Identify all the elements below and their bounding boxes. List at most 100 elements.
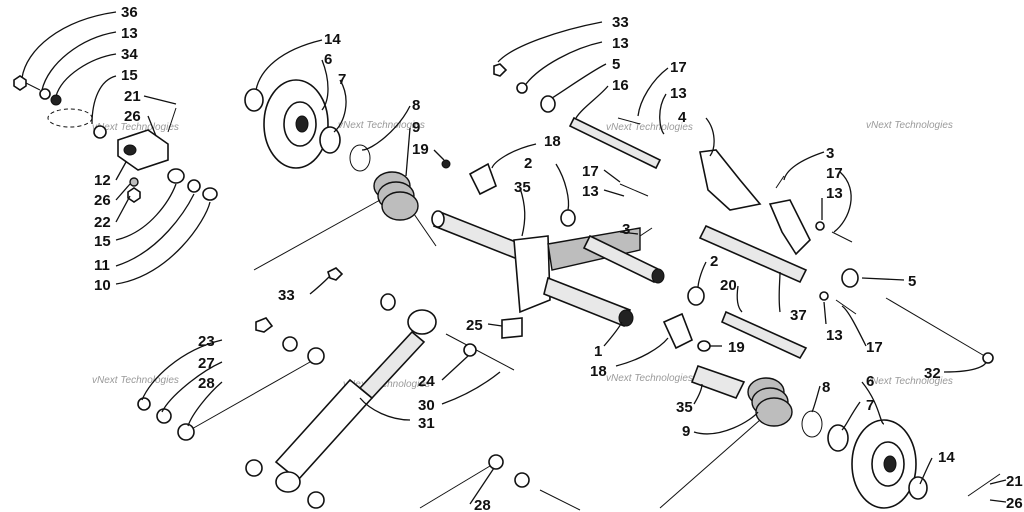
callout-4: 4 [678,109,687,126]
callout-35-right: 35 [676,399,693,416]
bolt-21-right [967,473,1001,497]
hex-bolt-36 [13,75,41,91]
callout-13-right: 13 [826,185,843,202]
spacer-24 [463,343,477,357]
pivot-block-12 [117,129,169,171]
washer-13-left [39,88,51,100]
nut-shock-bottom [307,491,325,509]
bolt-17-mid [619,183,649,197]
callout-5-right: 5 [908,273,916,290]
rear-arm-frame-1 [513,227,665,328]
idler-wheel-6-left [263,79,329,169]
bushing-15-bottom [167,168,185,184]
watermark-7: vNext Technologies [606,373,693,384]
grease-fitting-3-center [639,227,653,237]
bushing-2-right [687,286,705,306]
torsion-spring-9-left [253,171,437,271]
bolt-17-top [617,117,641,125]
callout-7: 7 [338,71,346,88]
callout-17-lower: 17 [866,339,883,356]
callout-21: 21 [124,88,141,105]
callout-9-right: 9 [682,423,690,440]
link-rod-28-bottom [419,465,491,509]
callout-28-bottom: 28 [474,497,491,512]
callout-15: 15 [121,67,138,84]
callout-25: 25 [466,317,483,334]
callout-17: 17 [670,59,687,76]
callout-2-right: 2 [710,253,718,270]
bolt-28-bottom [539,489,581,511]
callout-7-right: 7 [866,397,874,414]
callout-numbers: 36 13 34 15 21 26 12 26 22 15 11 10 14 6… [94,4,1023,512]
watermark-3: vNext Technologies [606,122,693,133]
rod-37 [698,224,808,284]
bushing-5-top [540,95,556,113]
washer-11 [187,179,201,193]
rod-20 [720,310,808,360]
watermark-5: vNext Technologies [92,375,179,386]
callout-34: 34 [121,46,138,63]
callout-21-right: 21 [1006,473,1023,490]
callout-13-mid: 13 [670,85,687,102]
callout-10: 10 [94,277,111,294]
callout-1: 1 [594,343,602,360]
snap-ring-8-right [801,410,823,438]
nut-34 [50,94,62,106]
grease-fitting-3-right [775,175,785,189]
spacer-10 [202,187,218,201]
washer-13-right [815,221,825,231]
bushing-27 [282,336,298,352]
washer-26-left [129,177,139,187]
hub-cap-14-left [244,88,264,112]
callout-9: 9 [412,119,420,136]
bracket-18-right [662,312,694,350]
callout-17-mid: 17 [582,163,599,180]
sleeve-35-right [690,364,746,399]
bracket-4 [699,149,762,211]
callout-3-center: 3 [622,221,630,238]
callout-19-right: 19 [728,339,745,356]
callout-28: 28 [198,375,215,392]
washer-13-lower [819,291,829,301]
callout-13: 13 [121,25,138,42]
callout-23: 23 [198,333,215,350]
bushing-28-left [156,408,172,424]
callout-13-lower: 13 [826,327,843,344]
callout-15-lower: 15 [94,233,111,250]
callout-11: 11 [94,257,110,274]
snap-ring-8-left [349,144,371,172]
hub-cap-14-right [908,476,928,500]
callout-33-left: 33 [278,287,295,304]
bushing-28-bottom-b [514,472,530,488]
bearing-7-left [319,126,341,154]
callout-24: 24 [418,373,435,390]
washer-13-top [516,82,528,94]
bushing-2-top [560,209,576,227]
callout-19: 19 [412,141,429,158]
idler-wheel-6-right [851,419,917,509]
callout-16: 16 [612,77,629,94]
callout-26-lower: 26 [94,192,111,209]
watermark-8: vNext Technologies [866,376,953,387]
nut-33-left [327,267,344,281]
link-end-28 [177,423,195,441]
callout-22: 22 [94,214,111,231]
bolt-32 [885,297,989,359]
callout-35: 35 [514,179,531,196]
bushing-25 [501,317,523,339]
bushing-15-top [93,125,107,139]
callout-36: 36 [121,4,138,21]
callout-31: 31 [418,415,435,432]
callout-18-right: 18 [590,363,607,380]
nut-22 [127,187,141,203]
bushing-shock-top [380,293,396,311]
nut-33-top [493,63,508,77]
bushing-shock-bottom [245,459,263,477]
axle-rod-16 [568,116,662,170]
torsion-spring-9-right [659,377,793,509]
callout-8: 8 [412,97,420,114]
watermark-6: vNext Technologies [343,379,430,390]
callout-37: 37 [790,307,807,324]
callout-26-right: 26 [1006,495,1023,512]
